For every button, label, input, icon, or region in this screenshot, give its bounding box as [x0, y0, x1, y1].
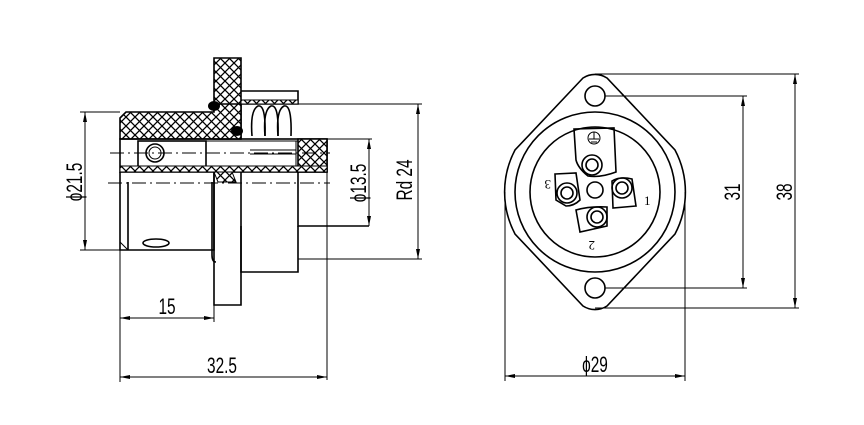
pin-label-2: 2 [589, 238, 596, 253]
screw-slot [142, 238, 170, 248]
contact-3 [556, 182, 578, 204]
pin-label-3: 3 [545, 177, 552, 192]
dim-diameter-body: ϕ21.5 [63, 163, 87, 202]
contact-1 [611, 177, 633, 199]
dim-hole-spacing: 31 [721, 183, 745, 200]
dim-thread: Rd 24 [393, 159, 417, 200]
o-ring [231, 126, 243, 136]
contact-2 [586, 206, 608, 228]
mounting-hole [584, 85, 606, 107]
ground-icon [587, 131, 601, 145]
o-ring [208, 101, 220, 111]
spring [250, 105, 292, 137]
dim-diameter-front: ϕ13.5 [347, 164, 371, 203]
dim-diameter: ϕ29 [582, 353, 608, 377]
dim-length-total: 32.5 [207, 354, 237, 378]
contact-ground [581, 154, 603, 176]
dim-flange-height: 38 [773, 183, 797, 200]
dim-length-front: 15 [158, 295, 175, 319]
center-key [586, 181, 604, 199]
mounting-hole [584, 277, 606, 299]
front-view: 1 2 3 31 38 ϕ29 [503, 73, 799, 381]
side-view: ϕ21.5 ϕ13.5 Rd 24 15 32.5 [63, 57, 422, 382]
mounting-flange [503, 73, 687, 311]
housing-section [119, 103, 242, 140]
pin-label-1: 1 [644, 193, 651, 208]
